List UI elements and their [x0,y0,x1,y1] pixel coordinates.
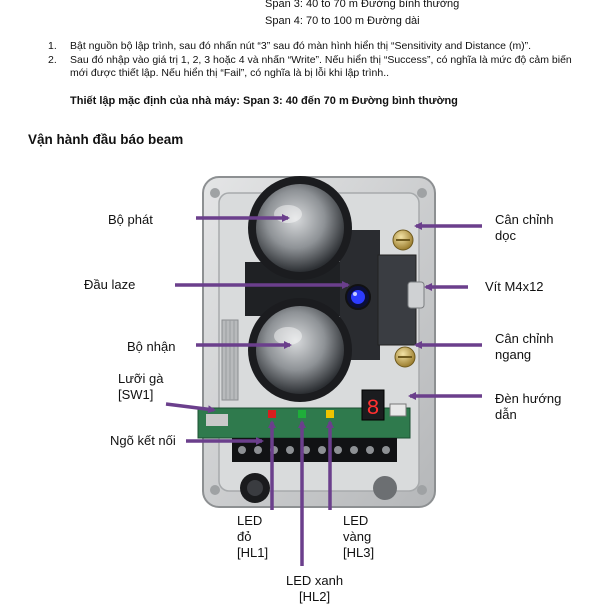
label-line: Lưỡi gà [118,371,164,386]
step-number: 2. [48,54,57,66]
label-line: vàng [343,529,372,544]
instruction-steps: 1. Bật nguồn bộ lập trình, sau đó nhấn n… [48,40,578,81]
transmitter-lens [256,184,344,272]
label-receiver: Bộ nhận [127,339,176,354]
step-1: 1. Bật nguồn bộ lập trình, sau đó nhấn n… [48,40,578,53]
label-line: Đèn hướng [495,391,562,406]
label-green-led: LED xanh [HL2] [286,573,343,605]
mount-hole-icon [417,485,427,495]
label-line: ngang [495,347,532,362]
label-yellow-led: LED vàng [HL3] [343,513,374,561]
label-line: [HL3] [343,545,375,560]
label-line: LED [343,513,369,528]
label-mesh-switch: Lưỡi gà [SW1] [118,371,163,403]
yellow-led-icon [326,410,334,418]
span-3-line: Span 3: 40 to 70 m Đường bình thường [265,0,460,10]
seven-segment-display [361,389,385,421]
receiver-lens [256,306,344,394]
span-4-line: Span 4: 70 to 100 m Đường dài [265,15,420,27]
label-guide-led: Đèn hướng dẫn [495,391,561,423]
laser-emitter-icon [351,290,365,304]
label-line: đỏ [237,529,252,544]
label-vertical-adjust: Cân chỉnh dọc [495,212,554,244]
step-text: Sau đó nhập vào giá trị 1, 2, 3 hoặc 4 v… [70,54,572,79]
step-number: 1. [48,40,57,52]
label-line: dọc [495,228,516,243]
mount-hole-icon [210,485,220,495]
factory-default-note: Thiết lập mặc định của nhà máy: Span 3: … [70,95,458,107]
cable-gland-icon [373,476,397,500]
label-horizontal-adjust: Cân chỉnh ngang [495,331,554,363]
label-line: [SW1] [118,387,154,402]
label-line: dẫn [495,407,517,422]
section-title: Vận hành đầu báo beam [28,132,184,147]
arrow-mesh [165,402,216,414]
guide-led [389,403,407,417]
label-line: [HL2] [299,589,331,604]
label-line: Cân chỉnh [495,212,554,227]
mount-hole-icon [417,188,427,198]
label-connector: Ngõ kết nối [110,433,176,448]
m4-screw-icon [407,281,425,309]
label-laser-head: Đầu laze [84,277,136,292]
mesh-switch [206,414,228,426]
label-red-led: LED đỏ [HL1] [237,513,268,561]
mount-hole-icon [210,188,220,198]
green-led-icon [298,410,306,418]
red-led-icon [268,410,276,418]
display-digit: 8 [366,396,379,421]
step-text: Bật nguồn bộ lập trình, sau đó nhấn nút … [70,40,532,52]
label-transmitter: Bộ phát [108,212,153,227]
label-line: LED xanh [286,573,344,588]
label-line: [HL1] [237,545,269,560]
label-screw: Vít M4x12 [485,279,544,294]
label-line: Cân chỉnh [495,331,554,346]
step-2: 2. Sau đó nhập vào giá trị 1, 2, 3 hoặc … [48,54,578,80]
label-line: LED [237,513,263,528]
